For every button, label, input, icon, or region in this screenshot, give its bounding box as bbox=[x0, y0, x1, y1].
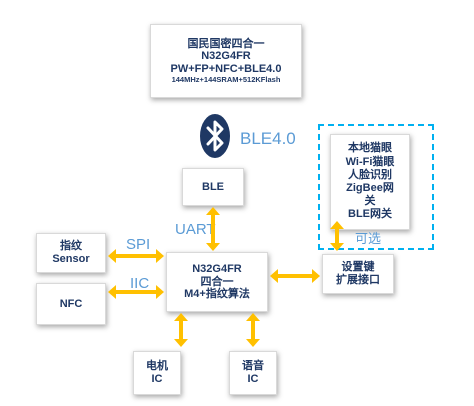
bluetooth-icon bbox=[200, 114, 230, 158]
arrow-ble-mcu bbox=[206, 207, 220, 251]
fingerprint-sensor-box: 指纹 Sensor bbox=[36, 233, 106, 273]
nfc-box: NFC bbox=[36, 283, 106, 325]
title-line-2: N32G4FR bbox=[201, 50, 251, 63]
optional-line-3: 人脸识别 bbox=[348, 168, 392, 181]
motor-line-1: 电机 bbox=[146, 360, 168, 373]
arrow-mcu-voice bbox=[246, 313, 260, 347]
title-line-3: PW+FP+NFC+BLE4.0 bbox=[170, 63, 282, 75]
iic-label: IIC bbox=[130, 275, 150, 292]
voice-ic-box: 语音 IC bbox=[229, 351, 277, 395]
ble-box-label: BLE bbox=[202, 180, 224, 193]
optional-line-2: Wi-Fi猫眼 bbox=[345, 155, 395, 168]
mcu-box: N32G4FR 四合一 M4+指纹算法 bbox=[166, 252, 268, 312]
nfc-label: NFC bbox=[59, 297, 83, 310]
arrow-iic bbox=[108, 285, 164, 299]
optional-modules-box: 本地猫眼 Wi-Fi猫眼 人脸识别 ZigBee网 关 BLE网关 bbox=[330, 134, 410, 230]
motor-ic-box: 电机 IC bbox=[133, 351, 181, 395]
uart-label: UART bbox=[175, 221, 216, 238]
arrow-optional-settings bbox=[330, 221, 344, 251]
settings-line-1: 设置键 bbox=[341, 261, 375, 274]
settings-line-2: 扩展接口 bbox=[336, 274, 380, 286]
arrow-spi bbox=[108, 249, 164, 263]
fp-line-2: Sensor bbox=[52, 253, 90, 265]
voice-line-1: 语音 bbox=[242, 360, 264, 373]
fp-line-1: 指纹 bbox=[60, 240, 82, 253]
optional-line-1: 本地猫眼 bbox=[348, 142, 392, 155]
mcu-line-3: M4+指纹算法 bbox=[184, 288, 250, 301]
title-line-4: 144MHz+144SRAM+512KFlash bbox=[171, 74, 281, 84]
ble-version-label: BLE4.0 bbox=[240, 129, 296, 148]
title-box: 国民国密四合一 N32G4FR PW+FP+NFC+BLE4.0 144MHz+… bbox=[150, 24, 302, 98]
mcu-line-1: N32G4FR bbox=[192, 263, 242, 276]
mcu-line-2: 四合一 bbox=[200, 275, 234, 288]
optional-line-4: ZigBee网 bbox=[346, 182, 394, 194]
optional-line-6: BLE网关 bbox=[348, 208, 392, 221]
optional-region bbox=[318, 124, 434, 250]
spi-label: SPI bbox=[126, 236, 151, 253]
settings-expansion-box: 设置键 扩展接口 bbox=[322, 254, 394, 294]
optional-line-5: 关 bbox=[364, 195, 376, 208]
title-line-1: 国民国密四合一 bbox=[187, 37, 265, 50]
arrow-mcu-motor bbox=[174, 313, 188, 347]
optional-label: 可选 bbox=[355, 231, 382, 246]
ble-box: BLE bbox=[182, 168, 244, 206]
motor-line-2: IC bbox=[151, 373, 163, 385]
voice-line-2: IC bbox=[247, 373, 259, 385]
arrow-mcu-settings bbox=[270, 269, 320, 283]
